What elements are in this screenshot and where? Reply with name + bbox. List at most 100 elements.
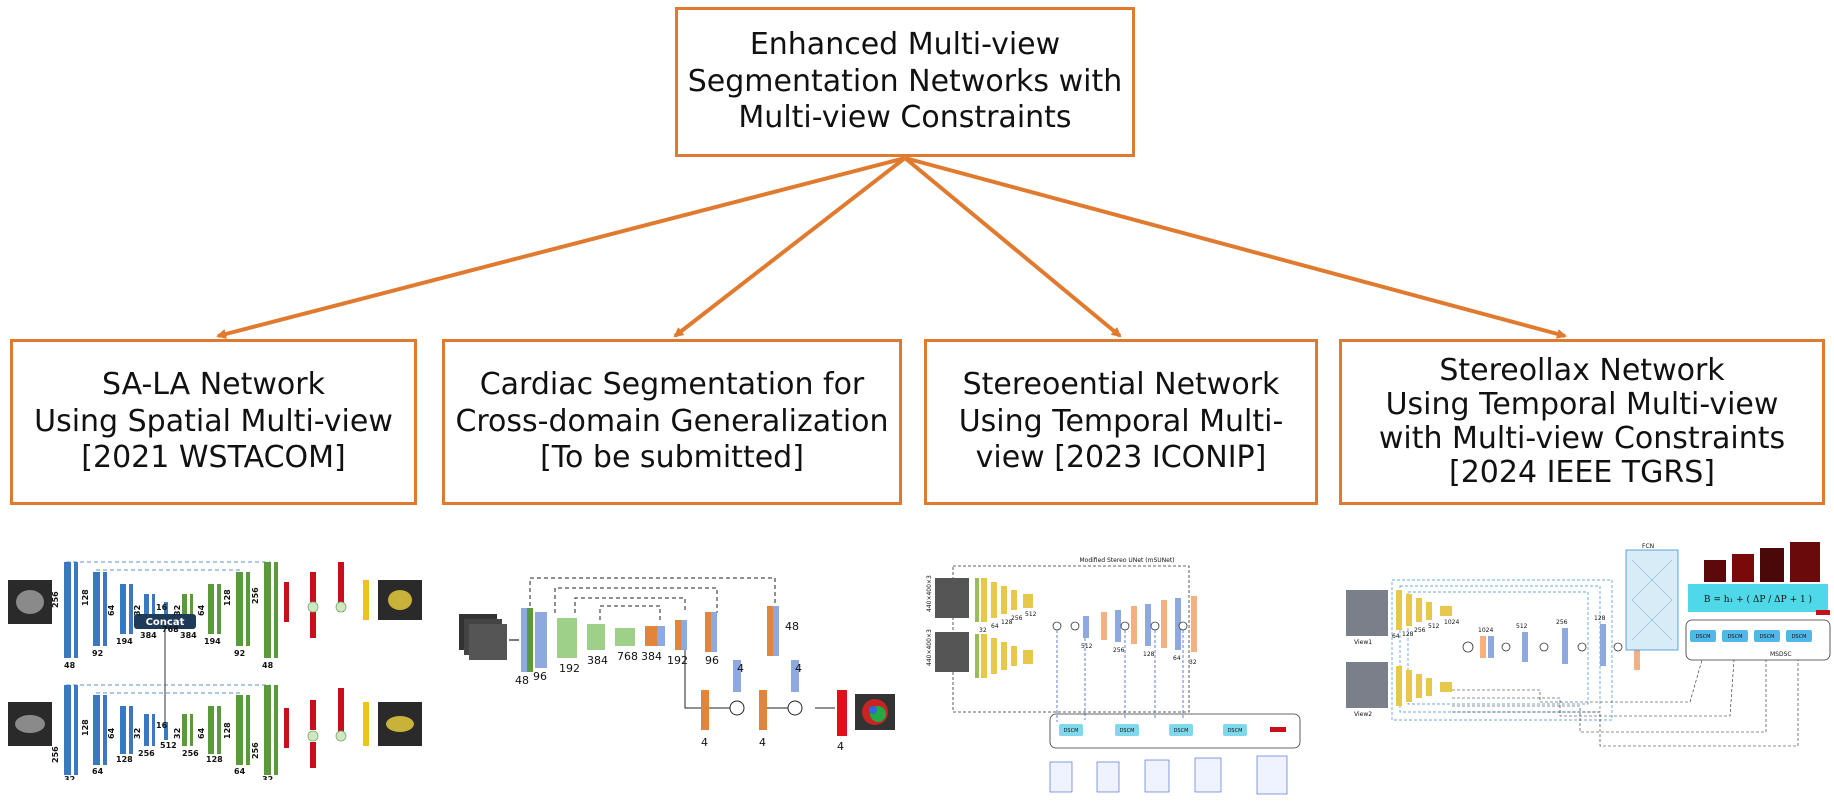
- enc-bot-8: [152, 714, 155, 746]
- fig3-enc-bot-5: [1023, 650, 1033, 664]
- fig1-top-num-2: 48: [64, 661, 76, 670]
- fig4-node-3: [1539, 642, 1549, 652]
- fig3-dscm-1: [1059, 724, 1083, 736]
- child-3-line-3: view [2023 ICONIP]: [975, 440, 1267, 476]
- fig3-dec-1: [1083, 616, 1089, 638]
- fig4-dscm-label-1: DSCM: [1696, 634, 1711, 640]
- fig4-route-4: [1452, 660, 1799, 747]
- fig2-num-96: 96: [533, 670, 547, 683]
- fig3-enc-num-2: 64: [991, 623, 999, 630]
- fig1-bot-num-12: 256: [182, 749, 199, 758]
- fig3-node-5: [1178, 621, 1188, 631]
- fig2-input-3: [469, 624, 507, 660]
- enc-bot-5: [120, 706, 126, 754]
- enc-top-6: [129, 584, 133, 634]
- fig2-num-192b: 192: [667, 654, 688, 667]
- fig4-route-1: [1452, 659, 1703, 703]
- fig4-formula-box: [1688, 584, 1828, 612]
- fig4-fcn-label: FCN: [1642, 543, 1654, 550]
- enc-top-1: [64, 562, 71, 658]
- child-3-line-2: Using Temporal Multi-: [958, 403, 1284, 439]
- dec-bot-7: [264, 685, 271, 775]
- fig1-top-num-10: 768: [162, 625, 179, 634]
- fig2-flow-1: [684, 650, 701, 709]
- figure-stereoential-network: Modified Stereo UNet (mSUNet) 440×400×3 …: [926, 557, 1301, 795]
- fig3-dec-5: [1145, 604, 1151, 646]
- enc-top-9: [164, 602, 168, 622]
- fig2-num-384: 384: [587, 654, 608, 667]
- fig1-top-num-14: 194: [204, 637, 221, 646]
- fig2-dec-4: [711, 612, 717, 652]
- output-bar-bottom: [363, 702, 369, 746]
- head-top-4: [310, 612, 316, 638]
- fig4-dscm-label-2: DSCM: [1728, 634, 1743, 640]
- fig4-node-5: [1613, 642, 1623, 652]
- fig4-heat-4: [1790, 542, 1820, 582]
- plus-node-3: [307, 730, 319, 742]
- enc-bot-2: [74, 685, 78, 775]
- fig2-enc-1: [521, 608, 527, 672]
- fig3-dscm-3: [1169, 724, 1193, 736]
- fig3-enc-top-1: [981, 578, 987, 622]
- fig4-dscm-3: [1754, 630, 1780, 642]
- fig2-dec-2: [681, 620, 687, 650]
- enc-bot-4: [103, 695, 107, 765]
- fig3-input-bottom: [935, 632, 969, 672]
- child-box-sa-la: SA-LA Network Using Spatial Multi-view […: [10, 339, 417, 505]
- child-1-line-3: [2021 WSTACOM]: [81, 440, 346, 476]
- fig2-dec-6: [773, 606, 779, 656]
- dec-top-4: [217, 584, 221, 634]
- fig4-dec-num-4: 128: [1594, 615, 1606, 622]
- fig3-dec-3: [1115, 610, 1121, 642]
- fig4-enc-bot-2: [1406, 670, 1412, 702]
- input-image-la-detail: [15, 715, 45, 733]
- fig3-dscm-2: [1115, 724, 1139, 736]
- fig4-enc-num-3: 256: [1414, 627, 1426, 634]
- fig3-dscm-label-4: DSCM: [1228, 728, 1243, 734]
- fig4-dscm-label-4: DSCM: [1792, 634, 1807, 640]
- fig2-out-1: [701, 690, 709, 730]
- dec-top-3: [208, 584, 214, 634]
- fig2-num-768: 768: [617, 650, 638, 663]
- fig4-msdsc-label: MSDSC: [1770, 651, 1792, 658]
- fig1-bot-num-13: 64: [197, 727, 206, 739]
- fig3-enc-bot-1: [981, 634, 987, 678]
- fig2-dec-1: [675, 620, 681, 650]
- fig2-mid-2: [657, 626, 665, 646]
- fig3-map-4: [1194, 757, 1222, 793]
- fig4-dec-num-2: 512: [1516, 623, 1528, 630]
- fig4-enc-num-2: 128: [1402, 631, 1414, 638]
- fig1-bot-num-3: 128: [81, 719, 90, 736]
- fig3-dec-num-5: 32: [1189, 659, 1197, 666]
- fig2-dec-3: [705, 612, 711, 652]
- fig4-dec-2: [1488, 636, 1494, 658]
- fig2-add-node-1: [729, 700, 745, 716]
- fig4-formula: B = h₁ + ( ΔP / ΔP + 1 ): [1704, 594, 1812, 605]
- fig1-bot-num-17: 256: [251, 742, 260, 759]
- fig2-mid-1: [645, 626, 657, 646]
- child-4-line-2: Using Temporal Multi-view: [1385, 386, 1779, 422]
- child-box-cardiac: Cardiac Segmentation for Cross-domain Ge…: [442, 339, 902, 505]
- dec-top-8: [274, 562, 278, 658]
- fig1-top-num-1: 256: [51, 591, 60, 608]
- fig2-num-384b: 384: [641, 650, 662, 663]
- fig3-output-marker: [1270, 727, 1286, 732]
- fig1-bot-num-18: 32: [262, 775, 273, 780]
- fig2-num-96b: 96: [705, 654, 719, 667]
- arrow-to-child-2: [673, 156, 907, 338]
- fig4-msdsc-frame: [1685, 619, 1831, 661]
- enc-bot-9: [164, 722, 168, 740]
- fig4-enc-bot-3: [1416, 674, 1422, 698]
- fig3-dscm-label-1: DSCM: [1064, 728, 1079, 734]
- fig4-dscm-4: [1786, 630, 1812, 642]
- fig4-enc-top-1: [1396, 590, 1402, 630]
- fig1-top-num-15: 128: [223, 589, 232, 606]
- fig1-top-num-6: 194: [116, 637, 133, 646]
- concat-label: Concat: [146, 617, 185, 628]
- child-3-line-1: Stereoential Network: [962, 367, 1280, 403]
- fig2-num-192: 192: [559, 662, 580, 675]
- fig1-bot-num-8: 256: [138, 749, 155, 758]
- fig4-enc-bot-5: [1440, 682, 1452, 692]
- child-4-line-1: Stereollax Network: [1439, 352, 1725, 388]
